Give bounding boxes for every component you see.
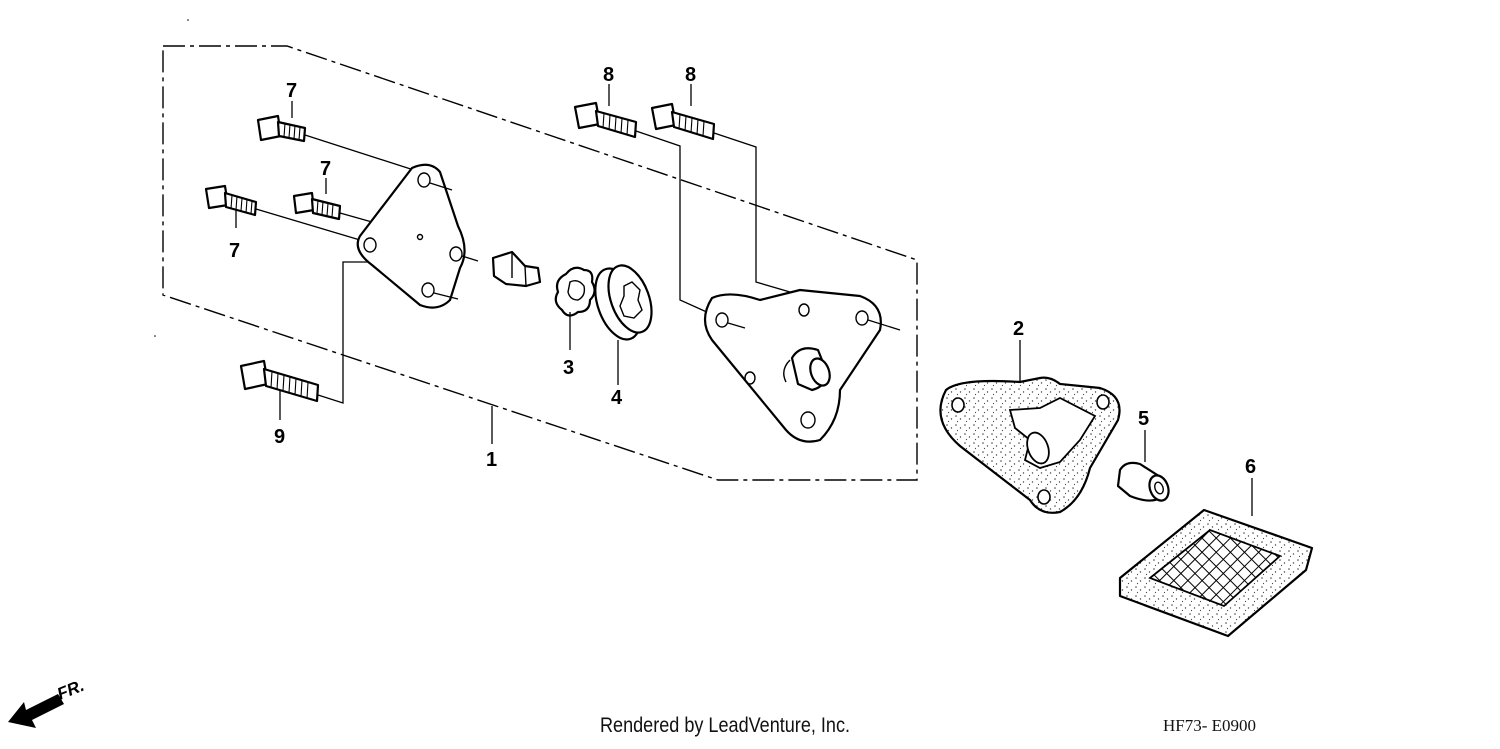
collar-icon [1116, 430, 1170, 502]
bolt-8-left-icon [573, 84, 721, 319]
scan-dot [187, 19, 189, 21]
callout-7-top: 7 [286, 80, 297, 102]
callout-5: 5 [1138, 408, 1149, 430]
bolt-8-right-icon [650, 84, 791, 293]
bolt-9-icon [239, 261, 380, 420]
render-credit: Rendered by LeadVenture, Inc. [600, 714, 851, 737]
inner-rotor-icon [554, 266, 596, 350]
callout-2: 2 [1013, 318, 1024, 340]
bolt-7-middle-icon [292, 178, 373, 223]
diagram-code: HF73- E0900 [1163, 716, 1257, 735]
callout-8-left: 8 [603, 64, 614, 86]
bolt-7-left-icon [204, 184, 361, 241]
front-direction-label: FR. [54, 676, 87, 704]
callout-1: 1 [486, 449, 497, 471]
outer-rotor-icon [594, 264, 653, 385]
callout-7-left: 7 [229, 240, 240, 262]
callout-8-right: 8 [685, 64, 696, 86]
callout-7-middle: 7 [320, 158, 331, 180]
front-direction-arrow-icon: FR. [8, 676, 87, 728]
bolt-7-top-icon [256, 101, 421, 173]
pump-body-icon [703, 288, 901, 443]
pump-gasket-icon [939, 340, 1121, 514]
scan-dot [154, 335, 156, 337]
assembly-outline [162, 45, 918, 481]
callout-9: 9 [274, 426, 285, 448]
pump-cover-plate-icon [356, 163, 479, 309]
oil-screen-icon [1118, 478, 1314, 638]
callout-4: 4 [611, 387, 623, 409]
callout-6: 6 [1245, 456, 1256, 478]
callout-3: 3 [563, 357, 574, 379]
pump-shaft-icon [491, 250, 542, 288]
